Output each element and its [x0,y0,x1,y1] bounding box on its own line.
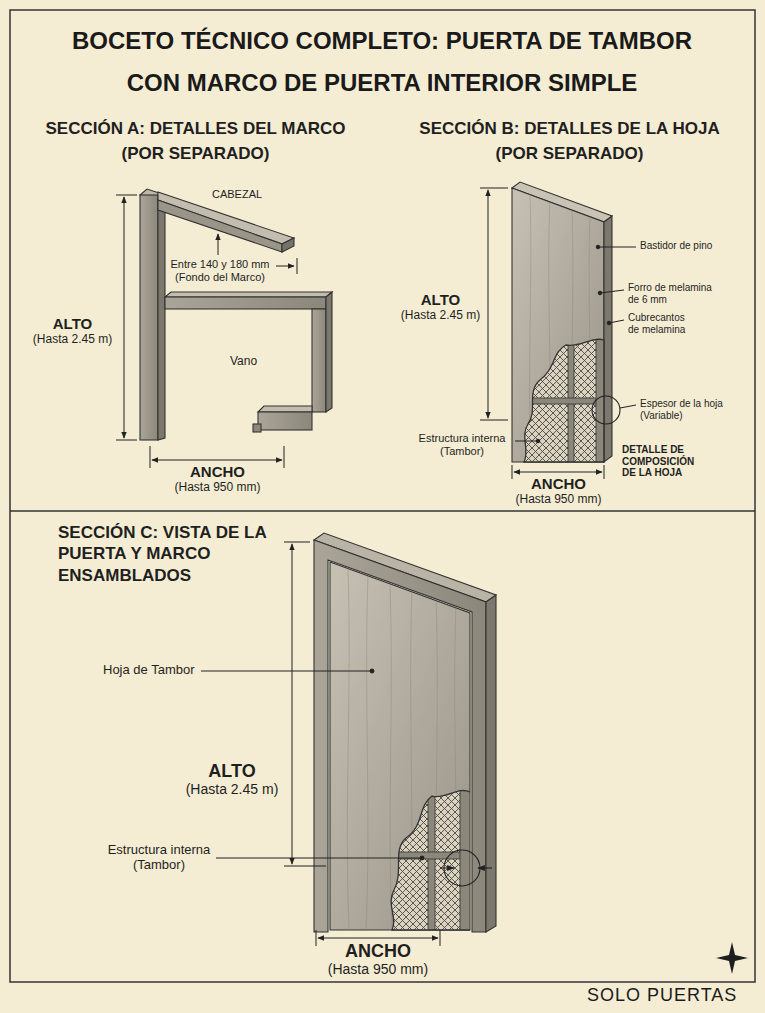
dimension-line [318,938,438,939]
dimension-label: ALTO (Hasta 2.45 m) [398,292,483,322]
frame-inner-frame [312,309,326,412]
dimension-line [292,544,293,864]
honeycomb-core [596,330,604,470]
leader-line [600,290,624,293]
detail-circle [440,867,454,868]
section-heading: SECCIÓN C: VISTA DE LA PUERTA Y MARCO EN… [58,522,298,586]
dimension-line [124,197,125,438]
part-name: CABEZAL [212,188,262,201]
frame-head-beam [282,238,294,252]
dimension-line [488,190,489,418]
dimension-line [116,195,137,196]
leader-line [596,245,600,249]
frame-inner-frame [258,406,312,412]
section-heading: SECCIÓN B: DETALLES DE LA HOJA (POR SEPA… [402,117,737,166]
callout-label: Hoja de Tambor [103,663,195,678]
dimension-line [316,930,317,946]
dimension-line [604,465,605,479]
dimension-line [480,420,508,421]
door-leaf [604,216,612,462]
frame-head-beam [158,200,282,252]
detail-note: DETALLE DE COMPOSICIÓN DE LA HOJA [622,444,697,479]
callout-label: Estructura interna (Tambor) [100,843,218,873]
detail-circle [478,867,492,868]
dimension-label: ALTO (Hasta 2.45 m) [182,762,282,797]
frame-left-jamb [140,195,158,440]
sheet-frame [10,10,755,982]
dimension-line [480,188,508,189]
leader-line [598,291,602,295]
cutaway-outline [524,339,604,462]
leader-line [515,245,636,443]
frame-inner-frame [326,292,332,412]
leader-line [216,858,422,859]
door-frame [486,595,496,932]
cutaway-outline [524,339,604,462]
dimension-line [284,542,310,543]
wood-grain [390,580,392,930]
diagram-title: BOCETO TÉCNICO COMPLETO: PUERTA DE TAMBO… [52,20,712,104]
dimension-line [514,472,602,473]
dimension-line [440,930,441,946]
dimension-line [276,266,294,267]
brand-logo [716,942,748,974]
frame-inner-frame [165,297,326,309]
dimension-line [152,460,282,461]
leader-line [598,247,636,248]
callout-label: Espesor de la hoja (Variable) [640,398,730,421]
dimension-line [297,258,298,274]
dimension-line [116,440,137,441]
dimension-line [512,465,513,479]
frame-inner-frame [253,424,261,432]
part-name: Vano [230,355,257,369]
leader-line [420,856,424,860]
wood-grain [347,566,349,930]
leader-line [515,441,538,442]
detail-circle [592,396,620,424]
sheet-frame [10,10,755,982]
cutaway-outline [391,790,470,930]
callout-label: Forro de melamina de 6 mm [628,282,720,305]
honeycomb-core [460,780,470,935]
dimension-label: ANCHO (Hasta 950 mm) [511,476,606,506]
frame-head-beam [158,192,294,252]
dimension-line [116,195,297,468]
dimension-label: Entre 140 y 180 mm (Fondo del Marco) [165,258,275,283]
watermark: SOLO PUERTAS [587,985,737,1006]
leader-line [607,321,611,325]
cutaway-outline [391,790,470,930]
dimension-line [284,542,440,946]
detail-circle [440,850,492,886]
callout-label: Estructura interna (Tambor) [412,432,512,457]
frame-inner-frame [258,412,312,430]
frame-left-jamb [140,189,165,440]
sheet-frame [10,510,755,512]
callout-label: Bastidor de pino [640,240,712,252]
leader-line [536,439,540,443]
dimension-line [150,446,151,468]
leader-line [620,405,636,408]
frame-inner-frame [165,292,332,297]
dimension-label: ANCHO (Hasta 950 mm) [170,464,265,494]
frame-inner-frame [165,292,332,432]
detail-circle [592,396,620,424]
callout-label: Cubrecantos de melamina [628,312,692,335]
dimension-line [284,866,326,867]
frame-left-jamb [158,195,165,440]
dimension-line [218,234,219,255]
dimension-label: ANCHO (Hasta 950 mm) [323,942,433,977]
leader-line [370,669,374,673]
dimension-line [284,446,285,468]
wood-grain [366,572,368,930]
brand-logo [716,942,748,974]
section-heading: SECCIÓN A: DETALLES DEL MARCO (POR SEPAR… [28,117,363,166]
dimension-label: ALTO (Hasta 2.45 m) [30,316,115,346]
leader-line [201,671,372,672]
